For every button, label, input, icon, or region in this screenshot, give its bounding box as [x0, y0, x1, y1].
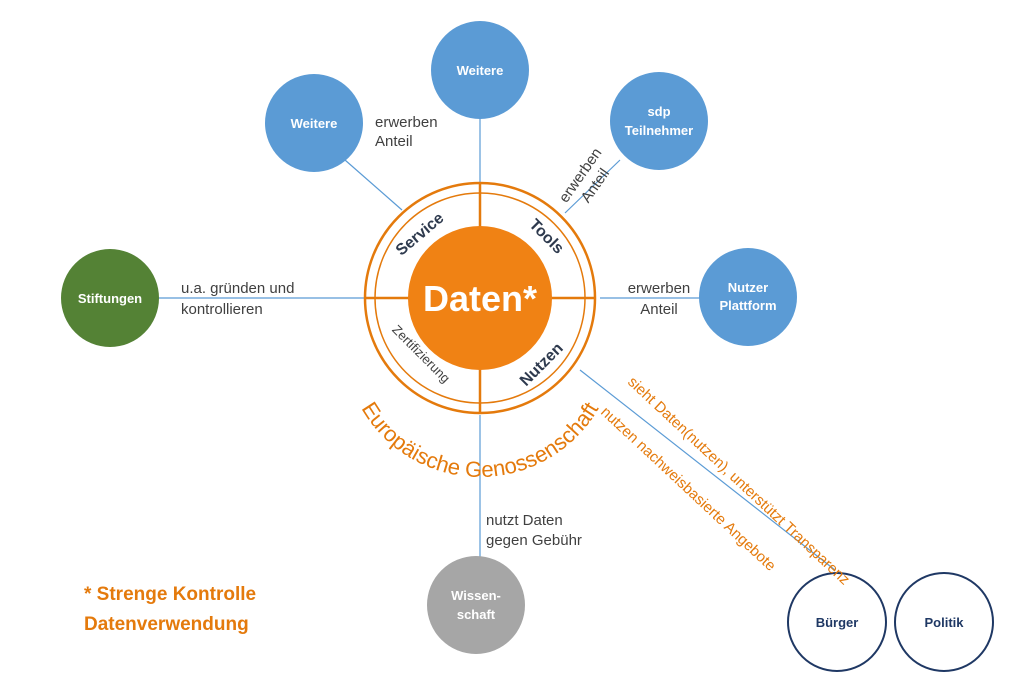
edge-sdp: [564, 159, 621, 214]
svg-text:kontrollieren: kontrollieren: [181, 301, 263, 318]
node-sdp-teilnehmer: sdp Teilnehmer: [610, 72, 708, 170]
svg-text:Nutzer: Nutzer: [728, 280, 768, 295]
svg-text:Bürger: Bürger: [816, 615, 859, 630]
node-stiftungen: Stiftungen: [61, 249, 159, 347]
node-weitere-top: Weitere: [431, 21, 529, 119]
svg-text:Weitere: Weitere: [457, 63, 504, 78]
edge-label-wissenschaft: nutzt Daten gegen Gebühr: [486, 512, 582, 549]
footnote: * Strenge Kontrolle Datenverwendung: [84, 584, 256, 635]
svg-text:gegen Gebühr: gegen Gebühr: [486, 532, 582, 549]
edge-label-weitere-left: erwerben Anteil: [375, 114, 438, 150]
node-weitere-left: Weitere: [265, 74, 363, 172]
node-nutzer-plattform: Nutzer Plattform: [699, 248, 797, 346]
svg-text:nutzt Daten: nutzt Daten: [486, 512, 563, 529]
svg-text:schaft: schaft: [457, 607, 496, 622]
node-politik: Politik: [894, 572, 994, 672]
svg-text:Weitere: Weitere: [291, 116, 338, 131]
svg-text:Plattform: Plattform: [719, 298, 776, 313]
center-daten-circle: [408, 226, 552, 370]
svg-text:erwerben: erwerben: [375, 114, 438, 131]
edge-weitere-left: [344, 159, 403, 211]
svg-text:Teilnehmer: Teilnehmer: [625, 123, 693, 138]
node-wissenschaft: Wissen- schaft: [427, 556, 525, 654]
node-buerger: Bürger: [787, 572, 887, 672]
svg-text:u.a. gründen und: u.a. gründen und: [181, 280, 294, 297]
edge-label-nutzer: erwerben Anteil: [628, 280, 691, 318]
svg-text:erwerben: erwerben: [628, 280, 691, 297]
svg-text:sdp: sdp: [647, 104, 670, 119]
svg-text:Datenverwendung: Datenverwendung: [84, 614, 249, 635]
svg-text:Anteil: Anteil: [640, 301, 678, 318]
svg-text:Wissen-: Wissen-: [451, 588, 501, 603]
svg-text:Politik: Politik: [924, 615, 964, 630]
svg-text:Stiftungen: Stiftungen: [78, 291, 142, 306]
svg-text:Anteil: Anteil: [375, 133, 413, 150]
edge-label-sdp: erwerben Anteil: [556, 145, 613, 206]
svg-text:* Strenge Kontrolle: * Strenge Kontrolle: [84, 584, 256, 605]
center-daten-label: Daten*: [423, 278, 537, 319]
edge-label-politik: sieht Daten(nutzen), unterstützt Transpa…: [624, 373, 853, 588]
edge-buerger-politik: [579, 369, 836, 571]
edge-label-stiftungen: u.a. gründen und kontrollieren: [181, 280, 294, 318]
